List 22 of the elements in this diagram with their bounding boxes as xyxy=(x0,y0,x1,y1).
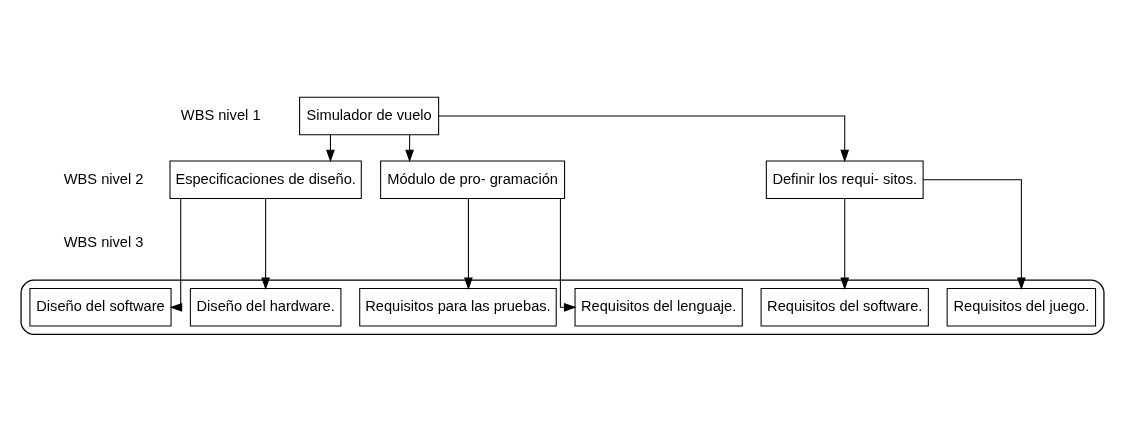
arrow xyxy=(464,197,473,290)
node-box: Especificaciones de diseño. xyxy=(169,159,362,199)
arrow xyxy=(559,197,577,312)
arrow xyxy=(405,134,415,162)
node-box: Requisitos del software. xyxy=(760,287,929,327)
node-box: Módulo de pro- gramación xyxy=(380,159,566,199)
arrow xyxy=(438,114,850,162)
node-box: Diseño del hardware. xyxy=(189,287,342,327)
arrow xyxy=(922,178,1026,290)
node-box: Definir los requi- sitos. xyxy=(765,159,924,199)
label: WBS nivel 1 xyxy=(180,106,261,123)
node-box: Diseño del software xyxy=(29,287,172,327)
node-box: Requisitos del juego. xyxy=(946,287,1097,327)
node-box: Requisitos para las pruebas. xyxy=(359,287,557,327)
arrow xyxy=(840,197,850,290)
arrow xyxy=(326,134,335,162)
arrow xyxy=(261,197,271,290)
node-box: Simulador de vuelo xyxy=(299,96,440,135)
label: WBS nivel 2 xyxy=(63,170,144,187)
label: WBS nivel 3 xyxy=(63,233,144,250)
node-box: Requisitos del lenguaje. xyxy=(574,287,743,327)
arrow xyxy=(169,197,183,312)
